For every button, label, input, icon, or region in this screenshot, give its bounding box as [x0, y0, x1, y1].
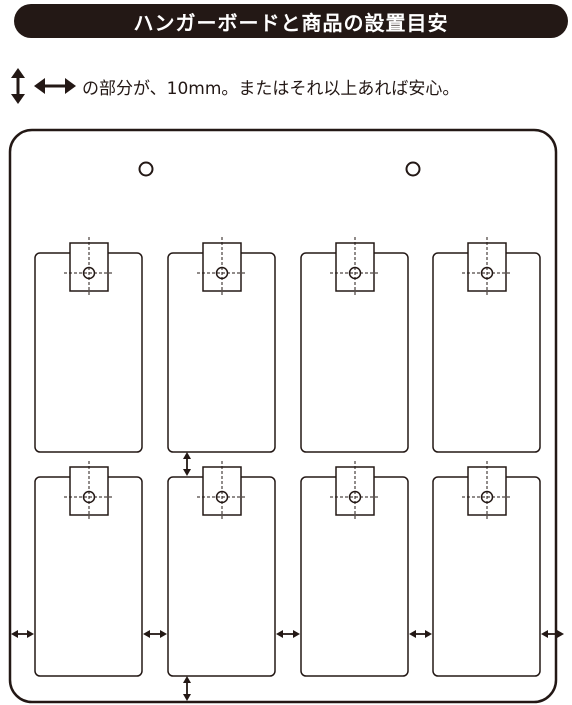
product-card [300, 461, 409, 677]
hang-hole [215, 266, 229, 280]
horizontal-double-arrow-icon [34, 78, 76, 94]
horizontal-spacing-arrow [143, 630, 167, 638]
product-card [34, 461, 143, 677]
hanger-hole [138, 161, 154, 177]
product-card [432, 461, 541, 677]
vertical-spacing-arrow [183, 452, 191, 476]
hanger-holes [138, 161, 421, 177]
vertical-double-arrow-icon [11, 68, 25, 104]
hang-hole [348, 490, 362, 504]
horizontal-spacing-arrow [541, 630, 564, 638]
hanger-hole [405, 161, 421, 177]
vertical-spacing-arrow [183, 676, 191, 701]
product-grid [34, 237, 541, 677]
spacing-note: の部分が、10mm。またはそれ以上あれば安心。 [8, 68, 459, 104]
horizontal-spacing-arrow [276, 630, 300, 638]
hang-hole [348, 266, 362, 280]
hang-hole [480, 490, 494, 504]
title-banner: ハンガーボードと商品の設置目安 [14, 4, 568, 38]
hanger-board [8, 128, 558, 704]
spacing-arrows [11, 452, 564, 701]
hang-hole [215, 490, 229, 504]
hang-hole [82, 490, 96, 504]
product-card [34, 237, 143, 453]
product-card [432, 237, 541, 453]
note-text: の部分が、10mm。またはそれ以上あれば安心。 [82, 78, 460, 99]
hang-hole [82, 266, 96, 280]
hang-hole [480, 266, 494, 280]
horizontal-spacing-arrow [409, 630, 432, 638]
horizontal-spacing-arrow [11, 630, 34, 638]
product-card [167, 461, 276, 677]
title-text: ハンガーボードと商品の設置目安 [133, 10, 449, 35]
product-card [300, 237, 409, 453]
product-card [167, 237, 276, 453]
